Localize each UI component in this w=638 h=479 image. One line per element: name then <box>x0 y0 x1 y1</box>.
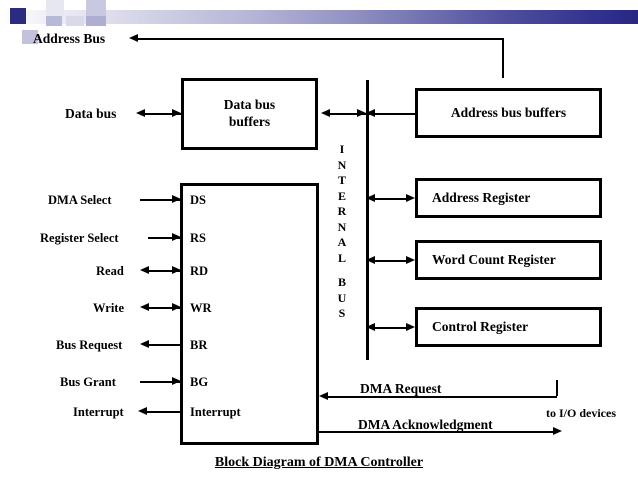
address-bus-vertical-drop <box>502 38 504 78</box>
io-label-dma-acknowledgment: DMA Acknowledgment <box>358 417 493 432</box>
pin-label-bg: BG <box>190 375 209 389</box>
data-bus-buffers-line-1: Data bus <box>223 97 276 113</box>
internal-to-address-bus-buffers-line <box>366 113 415 115</box>
decor-square-white-1 <box>28 0 44 9</box>
internal-bus-letter-0: I <box>339 142 345 156</box>
signal-label-write: Write <box>93 301 125 315</box>
internal-bus-letter-10: U <box>337 290 347 305</box>
dbb-internal-bus-line <box>329 113 366 115</box>
decor-square-navy <box>10 8 26 24</box>
block-address-bus-buffers: Address bus buffers <box>415 88 602 138</box>
io-label-dma-request: DMA Request <box>360 381 442 396</box>
internal-bus-letter-4: R <box>337 204 347 218</box>
header-gradient-bar <box>0 10 638 24</box>
pin-label-rs: RS <box>190 231 206 245</box>
decor-square-mid-1 <box>46 16 62 26</box>
signal-label-interrupt: Interrupt <box>73 405 124 419</box>
read-line <box>148 270 180 272</box>
word-count-register-arrowhead-right-icon <box>406 255 415 264</box>
pin-label-interrupt: Interrupt <box>190 405 241 419</box>
io-label-to-io-devices: to I/O devices <box>546 406 616 420</box>
decor-square-light-1 <box>46 0 64 18</box>
signal-label-register-select: Register Select <box>40 231 119 245</box>
internal-bus-letter-1: N <box>337 157 347 172</box>
bus-grant-line <box>140 381 180 383</box>
bus-request-arrowhead-icon <box>140 339 149 348</box>
read-arrowhead-left-icon <box>140 265 149 274</box>
address-bus-horizontal-line <box>137 38 503 40</box>
control-register-connector-line <box>374 327 407 329</box>
diagram-caption-text: Block Diagram of DMA Controller <box>214 455 424 470</box>
block-word-count-register: Word Count Register <box>415 240 602 280</box>
internal-bus-letter-11: S <box>338 306 346 320</box>
signal-label-bus-request: Bus Request <box>56 338 123 352</box>
pin-label-wr: WR <box>190 301 212 315</box>
control-register-arrowhead-right-icon <box>406 322 415 331</box>
pin-label-rd: RD <box>190 264 209 278</box>
data-bus-buffers-line-2: buffers <box>228 114 271 129</box>
block-control-register: Control Register <box>415 307 602 347</box>
decor-square-mid-2 <box>86 16 106 26</box>
dma-request-arrowhead-icon <box>319 391 328 400</box>
data-bus-arrowhead-left-icon <box>136 108 145 117</box>
block-data-bus-buffers: Data bus buffers <box>181 78 318 150</box>
word-count-register-connector-line <box>374 260 407 262</box>
dma-request-line <box>327 396 557 398</box>
decor-square-mid-3 <box>22 30 38 44</box>
internal-bus-letter-7: L <box>337 250 346 265</box>
dma-acknowledgment-line <box>319 431 557 433</box>
block-address-register: Address Register <box>415 178 602 218</box>
interrupt-arrowhead-icon <box>138 406 147 415</box>
register-select-arrowhead-icon <box>172 232 181 241</box>
bus-request-line <box>148 344 180 346</box>
internal-bus-letter-5: N <box>337 219 347 234</box>
register-select-line <box>148 237 180 239</box>
decor-square-light-3 <box>66 16 84 26</box>
write-arrowhead-left-icon <box>140 302 149 311</box>
diagram-caption: Block Diagram of DMA Controller <box>0 455 638 471</box>
data-bus-label: Data bus <box>65 106 117 121</box>
data-bus-arrowhead-right-icon <box>172 108 181 117</box>
dma-request-riser <box>556 380 558 396</box>
address-register-connector-line <box>374 198 407 200</box>
dma-select-line <box>140 199 180 201</box>
read-arrowhead-right-icon <box>172 265 181 274</box>
dma-select-arrowhead-icon <box>172 194 181 203</box>
pin-label-br: BR <box>190 338 208 352</box>
decor-square-white-2 <box>66 0 84 9</box>
address-bus-buffers-arrowhead-icon <box>366 108 375 117</box>
write-arrowhead-right-icon <box>172 302 181 311</box>
internal-bus-letter-3: E <box>337 188 346 203</box>
address-bus-arrowhead-icon <box>129 33 138 42</box>
block-dma-controller-body <box>180 183 319 445</box>
dbb-internal-arrowhead-left-icon <box>321 108 330 117</box>
decor-square-light-2 <box>86 0 106 18</box>
internal-bus-letter-gap <box>332 266 352 275</box>
dbb-internal-arrowhead-right-icon <box>357 108 366 117</box>
signal-label-dma-select: DMA Select <box>48 193 112 207</box>
bus-grant-arrowhead-icon <box>172 376 181 385</box>
signal-label-bus-grant: Bus Grant <box>60 375 116 389</box>
internal-bus-letter-2: T <box>337 173 346 187</box>
internal-bus-line <box>366 80 369 360</box>
signal-label-read: Read <box>96 264 124 278</box>
internal-bus-letter-6: A <box>337 235 347 249</box>
interrupt-line <box>146 411 180 413</box>
word-count-register-arrowhead-left-icon <box>366 255 375 264</box>
control-register-arrowhead-left-icon <box>366 322 375 331</box>
address-register-arrowhead-left-icon <box>366 193 375 202</box>
dma-acknowledgment-arrowhead-icon <box>553 426 562 435</box>
address-bus-label: Address Bus <box>33 31 106 46</box>
internal-bus-letter-9: B <box>337 275 346 289</box>
address-register-arrowhead-right-icon <box>406 193 415 202</box>
internal-bus-label: I N T E R N A L B U S <box>332 142 352 322</box>
pin-label-ds: DS <box>190 193 206 207</box>
write-line <box>148 307 180 309</box>
data-bus-connector-line <box>144 113 181 115</box>
